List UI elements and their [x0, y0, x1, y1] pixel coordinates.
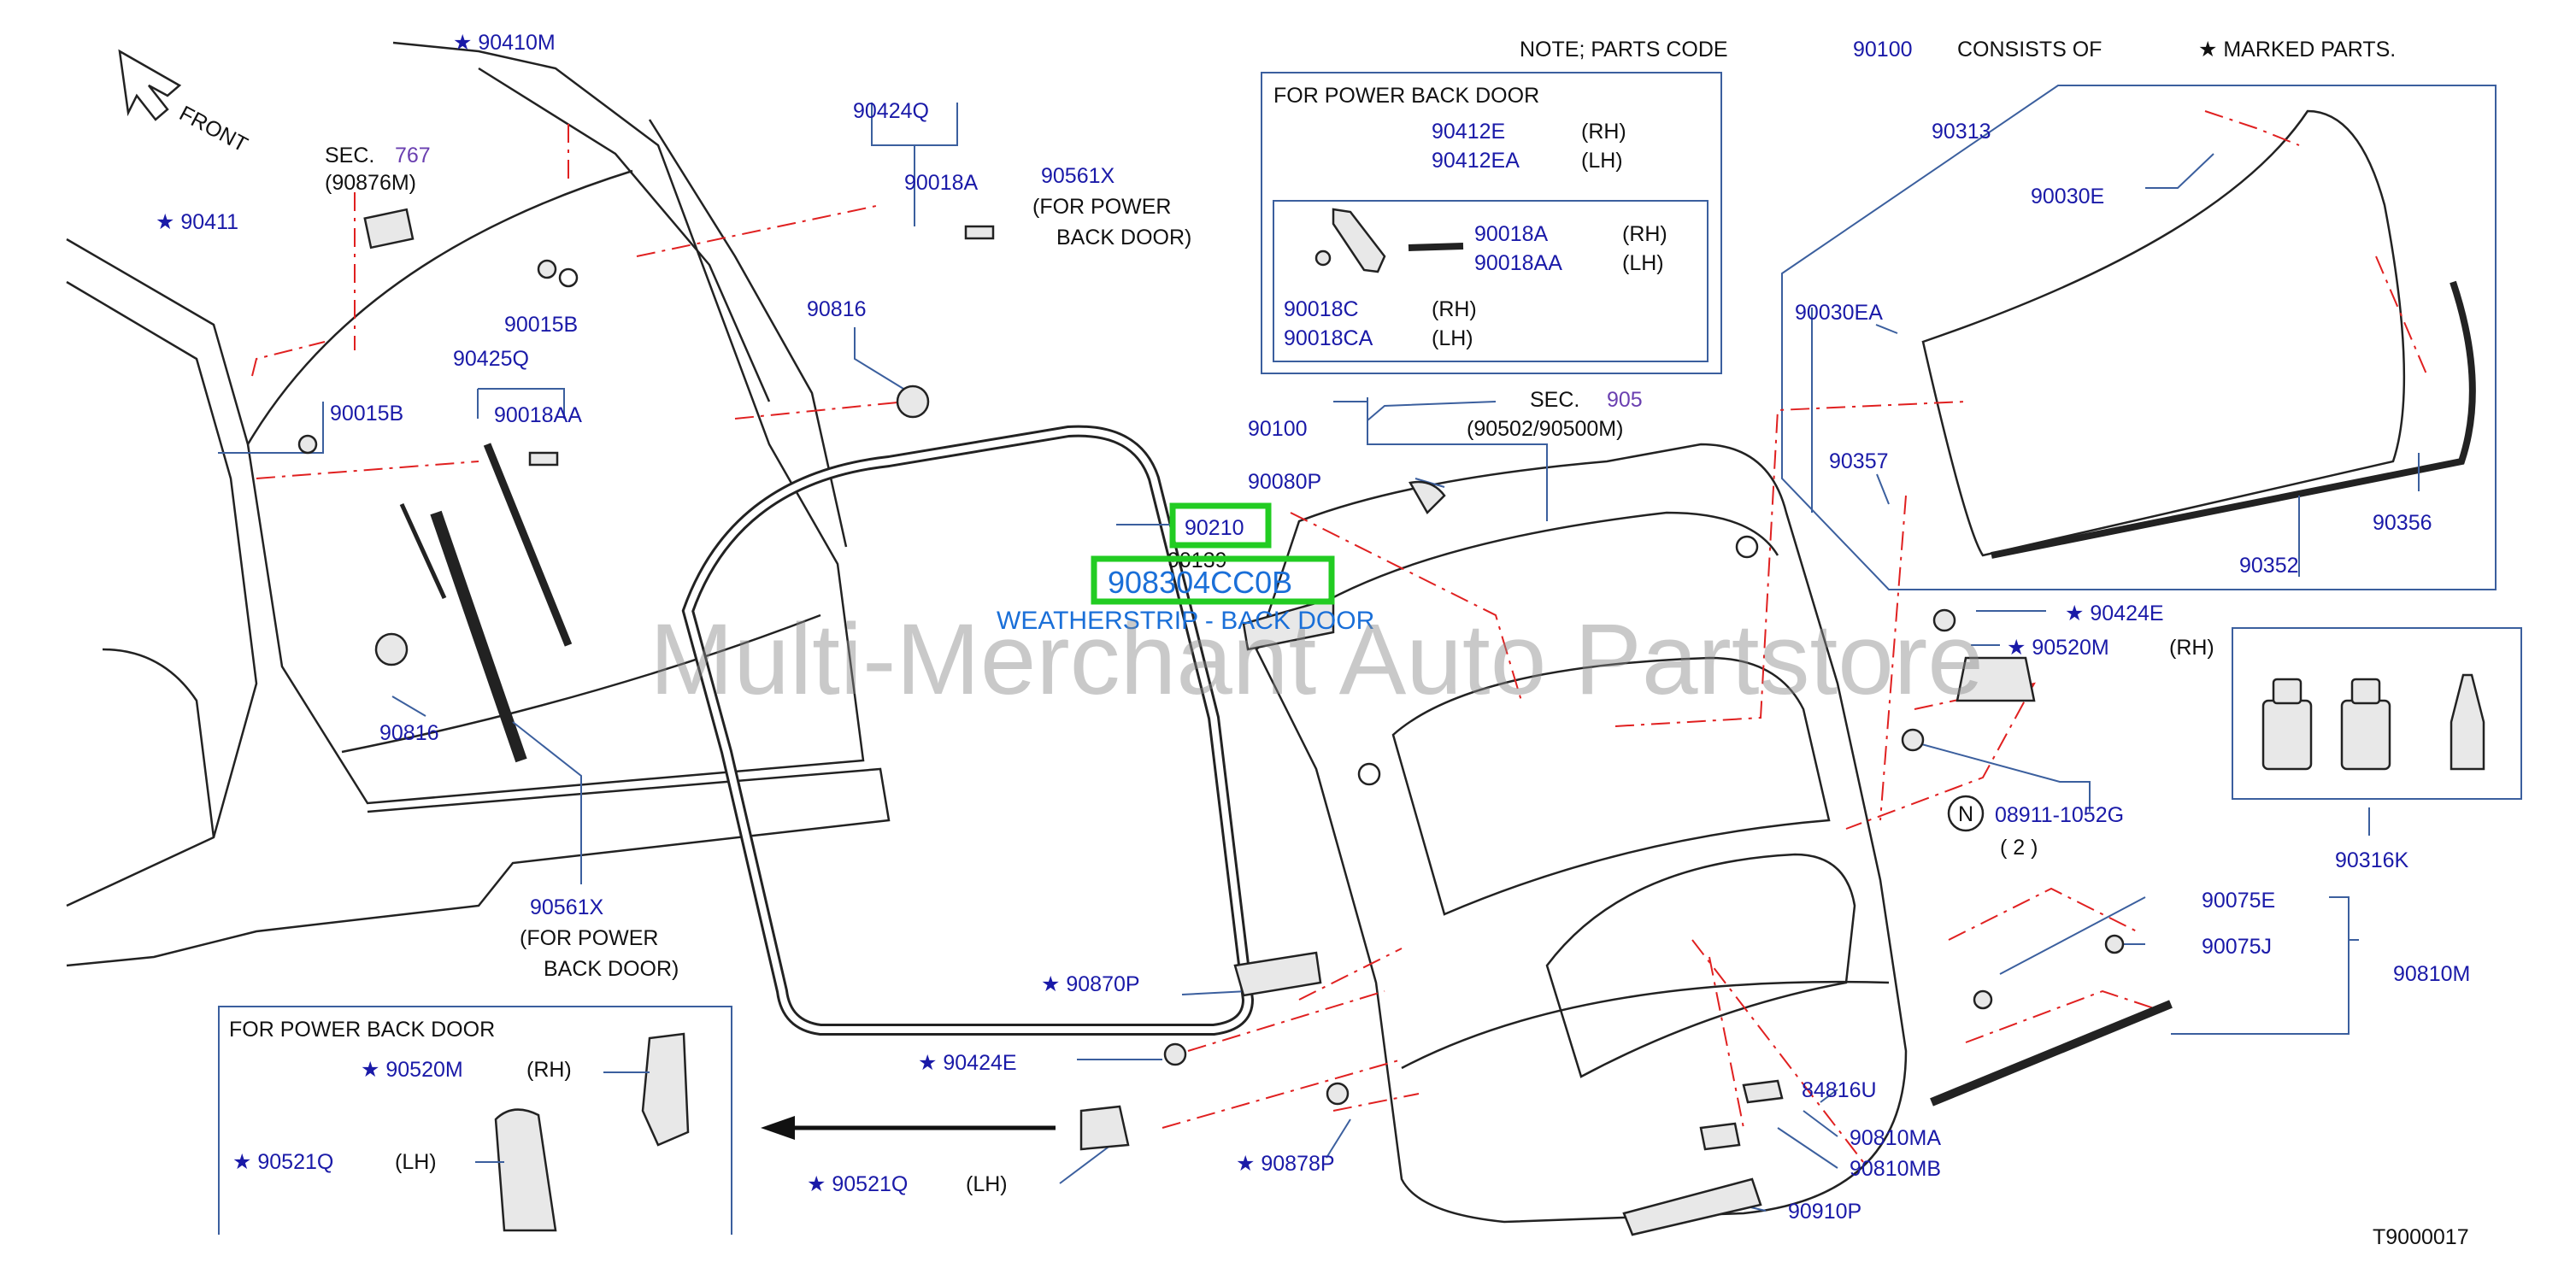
leader-lines	[218, 103, 2420, 1212]
assembly-guide-lines	[251, 110, 2428, 1163]
part-90015B-b[interactable]: 90015B	[330, 402, 403, 426]
part-90561X-top-sub2: BACK DOOR)	[1056, 226, 1191, 249]
part-90018CA-side: (LH)	[1432, 326, 1473, 350]
part-90810M[interactable]: 90810M	[2393, 962, 2470, 986]
note-middle: CONSISTS OF	[1957, 38, 2102, 62]
part-90878P[interactable]: ★ 90878P	[1236, 1152, 1335, 1176]
sec905-label: SEC.	[1530, 388, 1579, 412]
weatherstrip-label: WEATHERSTRIP - BACK DOOR	[997, 607, 1374, 635]
part-90412EA-side: (LH)	[1581, 149, 1623, 173]
part-90030EA[interactable]: 90030EA	[1795, 301, 1883, 325]
part-08911-qty: ( 2 )	[2000, 836, 2038, 860]
part-90412EA[interactable]: 90412EA	[1432, 149, 1520, 173]
part-90561X-top[interactable]: 90561X	[1041, 164, 1115, 188]
power-back-door-box-top: FOR POWER BACK DOOR 90412E (RH) 90412EA …	[1261, 72, 1722, 374]
part-90412E-side: (RH)	[1581, 120, 1626, 144]
part-90313[interactable]: 90313	[1932, 120, 1991, 144]
small-parts	[297, 225, 2173, 1236]
part-90075E[interactable]: 90075E	[2202, 889, 2275, 913]
front-arrow-icon: FRONT	[118, 49, 251, 157]
n-symbol-letter: N	[1958, 802, 1973, 826]
part-90356[interactable]: 90356	[2373, 511, 2432, 535]
note-suffix: ★ MARKED PARTS.	[2198, 38, 2396, 62]
part-90810MB[interactable]: 90810MB	[1850, 1157, 1941, 1181]
part-labels: ★ 90410M ★ 90411 SEC. 767 (90876M) 90015…	[156, 31, 2470, 1249]
drawing-code: T9000017	[2373, 1225, 2469, 1249]
front-label: FRONT	[175, 102, 251, 157]
note-prefix: NOTE; PARTS CODE	[1520, 38, 1728, 62]
part-90521Q-box-side: (LH)	[395, 1150, 437, 1174]
direction-arrow-icon	[761, 1116, 1056, 1140]
part-90816-a[interactable]: 90816	[807, 297, 867, 321]
n-symbol-icon	[1947, 795, 1985, 832]
part-90521Q-left-side: (LH)	[966, 1172, 1008, 1196]
part-90411[interactable]: ★ 90411	[156, 210, 238, 234]
sec767-label: SEC.	[325, 144, 374, 167]
part-90410M[interactable]: ★ 90410M	[453, 31, 556, 55]
back-door-panel[interactable]	[1255, 443, 1908, 1224]
part-90520M-right[interactable]: ★ 90520M	[2007, 636, 2109, 660]
sec767-sub: (90876M)	[325, 171, 416, 195]
part-90018AA[interactable]: 90018AA	[494, 403, 582, 427]
highlight-callout[interactable]: 90210 90139 908304CC0B WEATHERSTRIP - BA…	[997, 502, 1374, 635]
sec905-sub: (90502/90500M)	[1467, 417, 1623, 441]
highlight-box-908304CC0B[interactable]	[1091, 555, 1335, 605]
part-90521Q-box[interactable]: ★ 90521Q	[232, 1150, 333, 1174]
part-08911-1052G[interactable]: 08911-1052G	[1995, 803, 2124, 827]
vehicle-rear-body	[66, 41, 891, 967]
part-90561X-bottom-sub2: BACK DOOR)	[544, 957, 679, 981]
part-90424Q[interactable]: 90424Q	[853, 99, 929, 123]
adhesive-kit-box	[2232, 627, 2522, 800]
part-90018C[interactable]: 90018C	[1284, 297, 1359, 321]
part-90870P[interactable]: ★ 90870P	[1041, 972, 1140, 996]
sec767-number[interactable]: 767	[395, 144, 431, 167]
part-90425Q[interactable]: 90425Q	[453, 347, 529, 371]
part-90561X-bottom[interactable]: 90561X	[530, 895, 604, 919]
part-90810MA[interactable]: 90810MA	[1850, 1126, 1941, 1150]
part-90018CA[interactable]: 90018CA	[1284, 326, 1373, 350]
power-back-door-box-bottom: FOR POWER BACK DOOR ★ 90520M (RH) ★ 9052…	[218, 1006, 732, 1235]
part-90018AA-box-side: (LH)	[1622, 251, 1664, 275]
part-90018A[interactable]: 90018A	[904, 171, 979, 195]
part-90075J[interactable]: 90075J	[2202, 935, 2272, 959]
part-90352[interactable]: 90352	[2239, 554, 2299, 578]
part-90520M-box[interactable]: ★ 90520M	[361, 1058, 463, 1082]
power-box-bottom-title: FOR POWER BACK DOOR	[229, 1018, 495, 1042]
part-90910P[interactable]: 90910P	[1788, 1200, 1861, 1224]
part-908304CC0B[interactable]: 908304CC0B	[1108, 565, 1292, 600]
parts-code-note: NOTE; PARTS CODE 90100 CONSISTS OF ★ MAR…	[1520, 38, 2396, 62]
part-90357[interactable]: 90357	[1829, 449, 1889, 473]
part-90018AA-box[interactable]: 90018AA	[1474, 251, 1562, 275]
part-90015B-a[interactable]: 90015B	[504, 313, 578, 337]
sec905-number[interactable]: 905	[1607, 388, 1643, 412]
part-90080P[interactable]: 90080P	[1248, 470, 1321, 494]
part-90816-b[interactable]: 90816	[379, 721, 439, 745]
part-90424E-right[interactable]: ★ 90424E	[2065, 602, 2164, 625]
part-90561X-top-sub1: (FOR POWER	[1032, 195, 1172, 219]
part-90424E-left[interactable]: ★ 90424E	[918, 1051, 1017, 1075]
part-90520M-box-side: (RH)	[526, 1058, 572, 1082]
part-90030E[interactable]: 90030E	[2031, 185, 2104, 208]
part-90100[interactable]: 90100	[1248, 417, 1308, 441]
note-code[interactable]: 90100	[1853, 38, 1913, 62]
gas-strut-left	[399, 443, 573, 763]
power-box-top-title: FOR POWER BACK DOOR	[1273, 84, 1539, 108]
part-90520M-right-side: (RH)	[2169, 636, 2214, 660]
part-90521Q-left[interactable]: ★ 90521Q	[807, 1172, 908, 1196]
part-90316K[interactable]: 90316K	[2335, 848, 2409, 872]
part-84816U[interactable]: 84816U	[1802, 1078, 1877, 1102]
part-90018A-box-side: (RH)	[1622, 222, 1667, 246]
watermark: Multi-Merchant Auto Partstore	[650, 603, 1984, 716]
part-90210[interactable]: 90210	[1185, 516, 1244, 540]
spoiler-assembly-box	[1781, 85, 2497, 590]
part-90412E[interactable]: 90412E	[1432, 120, 1505, 144]
weatherstrip-back-door[interactable]	[681, 425, 1255, 1036]
part-90018C-side: (RH)	[1432, 297, 1477, 321]
highlight-box-90210[interactable]	[1169, 502, 1272, 549]
part-90018A-box[interactable]: 90018A	[1474, 222, 1549, 246]
part-90561X-bottom-sub1: (FOR POWER	[520, 926, 659, 950]
